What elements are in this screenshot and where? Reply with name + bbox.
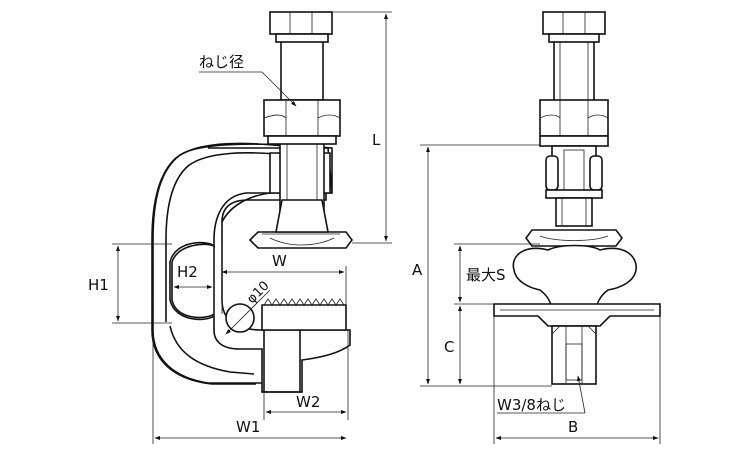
dim-H2-label: H2 <box>177 263 198 281</box>
dim-W1-label: W1 <box>236 418 260 436</box>
dim-C-label: C <box>444 338 454 356</box>
dim-W2-label: W2 <box>296 393 320 411</box>
thread-diameter-label: ねじ径 <box>199 53 244 71</box>
side-view: ねじ径 L H1 H2 W φ10 W2 W1 <box>88 11 392 444</box>
front-view: A 最大S C W3/8ねじ B <box>412 11 661 444</box>
dim-H1-label: H1 <box>88 276 109 294</box>
hole-circle <box>225 303 255 333</box>
dim-B-label: B <box>568 418 578 436</box>
dim-A-label: A <box>412 261 423 279</box>
dim-W-label: W <box>272 252 287 270</box>
thread-spec-label: W3/8ねじ <box>497 396 566 414</box>
dim-max-S-label: 最大S <box>466 266 506 284</box>
dim-L-label: L <box>372 131 381 149</box>
